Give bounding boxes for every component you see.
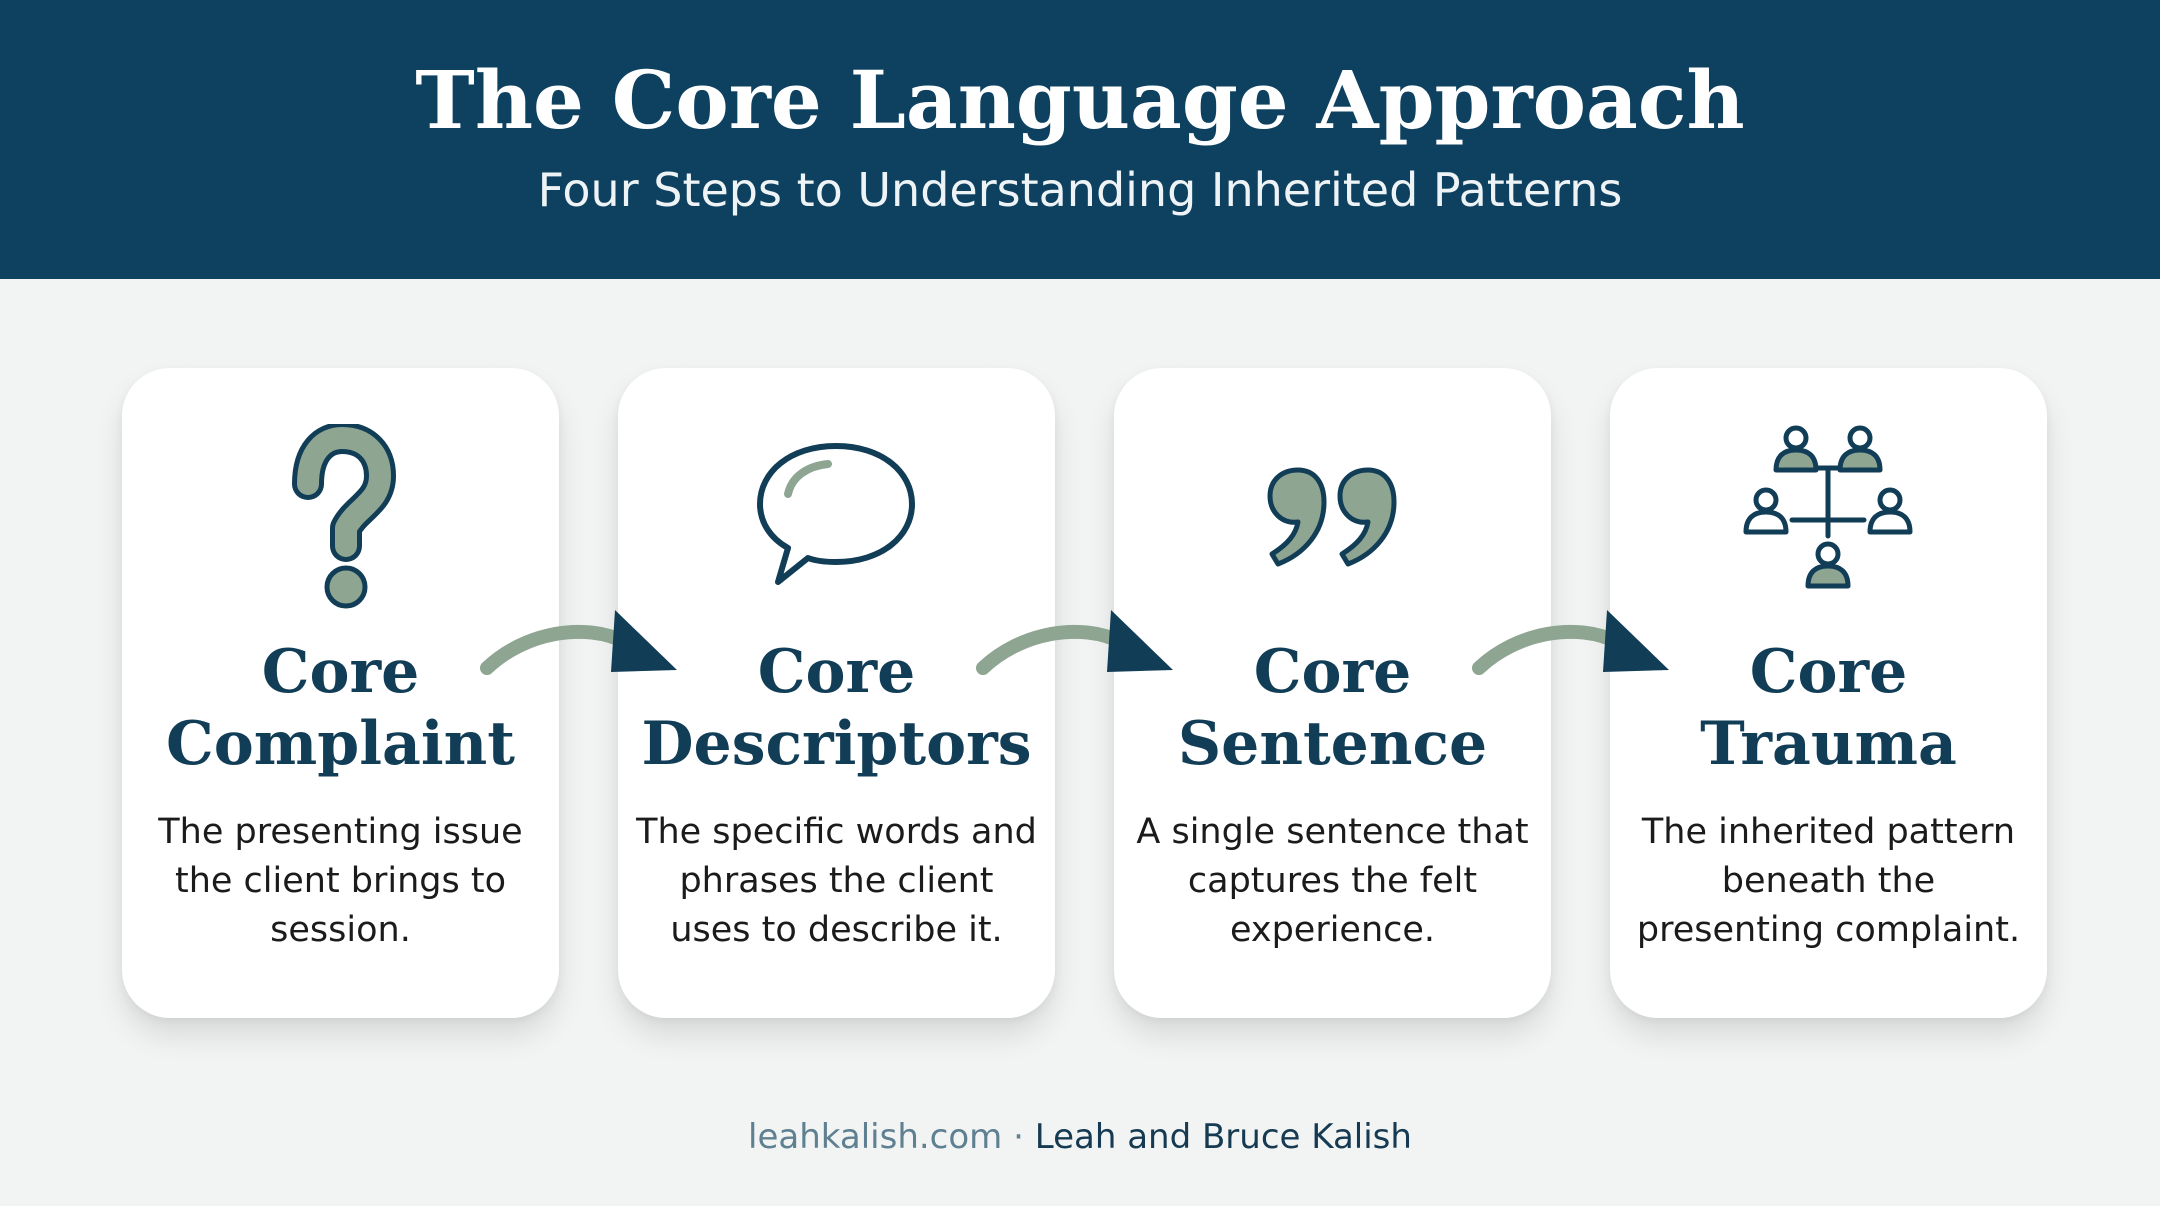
step-title-line1: Core — [1253, 637, 1412, 707]
step-description: A single sentence that captures the felt… — [1136, 812, 1529, 950]
step-title: Core Complaint — [122, 636, 559, 780]
arrow-right-icon — [480, 610, 677, 675]
step-card-core-sentence: Core Sentence A single sentence that cap… — [1114, 368, 1551, 1018]
family-tree-icon — [1743, 425, 1913, 589]
step-title-line2: Sentence — [1177, 709, 1488, 779]
step-title-line1: Core — [1749, 637, 1908, 707]
step-card-core-descriptors: Core Descriptors The specific words and … — [618, 368, 1055, 1018]
step-title: Core Trauma — [1610, 636, 2047, 780]
question-mark-icon — [292, 424, 396, 609]
step-description: The presenting issue the client brings t… — [158, 812, 523, 950]
step-description: The specific words and phrases the clien… — [636, 812, 1037, 950]
step-title: Core Descriptors — [618, 636, 1055, 780]
page-title: The Core Language Approach — [415, 53, 1745, 147]
step-card-core-trauma: Core Trauma The inherited pattern beneat… — [1610, 368, 2047, 1018]
page-subtitle: Four Steps to Understanding Inherited Pa… — [537, 163, 1623, 217]
step-title-line2: Descriptors — [641, 709, 1032, 779]
step-title-line2: Trauma — [1700, 709, 1957, 779]
step-description: The inherited pattern beneath the presen… — [1636, 812, 2021, 950]
quotation-marks-icon — [1267, 467, 1397, 567]
header-banner: The Core Language Approach Four Steps to… — [0, 0, 2160, 279]
step-title-line2: Complaint — [165, 709, 515, 779]
arrow-right-icon — [1472, 610, 1669, 675]
step-card-core-complaint: Core Complaint The presenting issue the … — [122, 368, 559, 1018]
arrow-right-icon — [976, 610, 1173, 675]
step-title-line1: Core — [261, 637, 420, 707]
speech-bubble-icon — [757, 443, 915, 585]
footer-separator: · — [1002, 1117, 1035, 1157]
step-title: Core Sentence — [1114, 636, 1551, 780]
footer-authors: Leah and Bruce Kalish — [1034, 1117, 1412, 1157]
footer-credit: leahkalish.com · Leah and Bruce Kalish — [0, 1112, 2160, 1162]
footer-site-link[interactable]: leahkalish.com — [748, 1117, 1003, 1157]
step-title-line1: Core — [757, 637, 916, 707]
